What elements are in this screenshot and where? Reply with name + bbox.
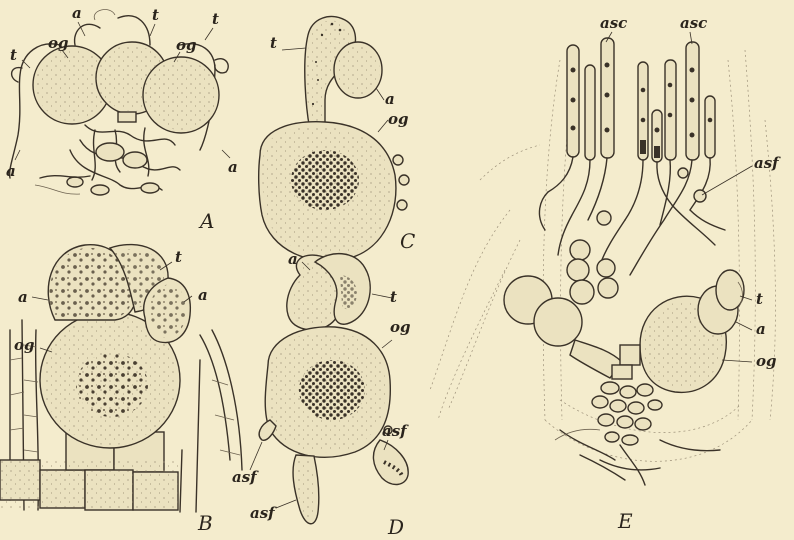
label-a-t-right: t <box>212 10 219 28</box>
panel-e: asc asc asf t a og E <box>430 14 781 533</box>
asci <box>567 38 715 162</box>
label-a-a-top: a <box>72 4 82 22</box>
label-e-asf: asf <box>754 154 781 172</box>
label-a-a-left: a <box>6 162 16 180</box>
label-b-t: t <box>175 248 182 266</box>
panel-d-label: D <box>387 515 404 539</box>
label-e-t: t <box>756 290 763 308</box>
label-d-og: og <box>390 318 411 336</box>
panel-a-label: A <box>198 209 214 233</box>
label-b-og: og <box>14 336 35 354</box>
panel-e-label: E <box>617 509 633 533</box>
panel-b: t a a og B <box>0 245 242 535</box>
panel-b-label: B <box>197 511 213 535</box>
base-cells <box>592 382 662 445</box>
label-c-t: t <box>270 34 277 52</box>
label-d-asf-left: asf <box>232 468 259 486</box>
label-a-og-right: og <box>176 36 197 54</box>
label-a-a-right: a <box>228 158 238 176</box>
label-a-t-mid: t <box>152 6 159 24</box>
label-e-asc-left: asc <box>600 14 627 32</box>
label-d-a: a <box>288 250 298 268</box>
panel-c-label: C <box>400 229 415 253</box>
label-e-og: og <box>756 352 777 370</box>
label-d-asf-bottom: asf <box>250 504 277 522</box>
label-c-og: og <box>388 110 409 128</box>
label-e-asc-right: asc <box>680 14 707 32</box>
label-a-og-left: og <box>48 34 69 52</box>
panel-d-drawing <box>259 254 408 524</box>
label-e-a: a <box>756 320 766 338</box>
panel-e-drawing <box>430 38 775 485</box>
label-b-a-left: a <box>18 288 28 306</box>
label-d-t: t <box>390 288 397 306</box>
label-c-a: a <box>385 90 395 108</box>
label-b-a-right: a <box>198 286 208 304</box>
label-d-asf-right: asf <box>382 422 409 440</box>
panel-c: t a og C <box>259 16 416 260</box>
panel-c-drawing <box>259 16 409 260</box>
panel-b-drawing <box>0 245 242 512</box>
panel-a: a t og t og t a a A <box>6 4 238 233</box>
label-a-t-left: t <box>10 46 17 64</box>
panel-d: a t og asf asf asf D <box>232 250 411 539</box>
